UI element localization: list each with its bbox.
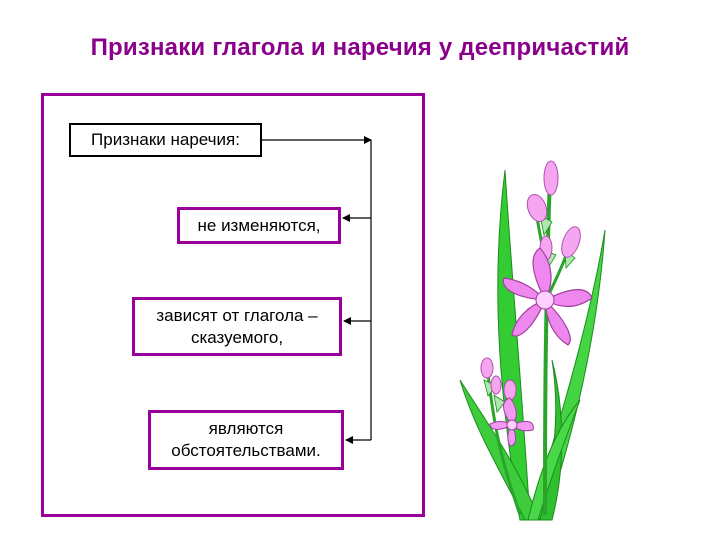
item-box-2: зависят от глагола – сказуемого, [132,297,342,356]
item-box-1: не изменяются, [177,207,341,244]
item-label-2: зависят от глагола – сказуемого, [156,305,318,347]
item-label-3: являются обстоятельствами. [171,419,321,460]
header-label: Признаки наречия: [91,130,240,149]
item-label-1: не изменяются, [197,215,321,235]
header-box: Признаки наречия: [69,123,262,157]
diagram-frame [41,93,425,517]
slide-title: Признаки глагола и наречия у деепричасти… [90,34,630,61]
item-box-3: являются обстоятельствами. [148,410,344,470]
